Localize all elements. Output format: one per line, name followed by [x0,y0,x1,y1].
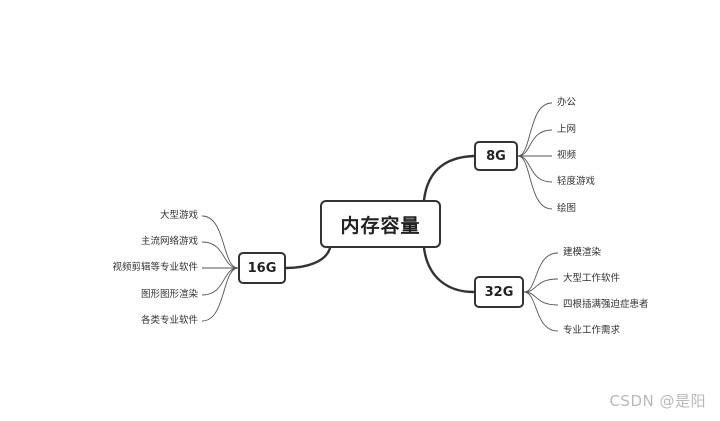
leaf-16g-large-games: 大型游戏 [159,210,198,221]
watermark: CSDN @是阳 [609,392,706,410]
leaf-line-8g-0 [517,102,553,157]
branch-line-8g [422,154,476,202]
leaf-line-32g-1 [523,278,559,293]
branch-line-16g [284,246,332,270]
leaf-16g-online-games: 主流网络游戏 [140,236,198,247]
leaf-32g-four-sticks: 四根插满强迫症患者 [563,299,649,310]
branch-32g: 32G [474,276,524,308]
leaf-8g-office: 办公 [557,97,577,108]
leaf-16g-video-editing: 视频剪辑等专业软件 [112,262,198,273]
central-topic: 内存容量 [320,200,441,248]
leaf-32g-modeling: 建模渲染 [563,247,602,258]
leaf-8g-video: 视频 [557,150,577,161]
leaf-line-16g-0 [201,215,239,269]
leaf-line-16g-4 [201,267,239,322]
leaf-32g-professional: 专业工作需求 [563,325,621,336]
leaf-line-8g-4 [517,155,553,210]
branch-16g: 16G [238,252,286,284]
leaf-line-32g-3 [523,291,559,332]
leaf-16g-graphics-rendering: 图形图形渲染 [140,289,198,300]
branch-line-32g [422,246,476,294]
leaf-32g-large-software: 大型工作软件 [563,273,621,284]
leaf-8g-light-gaming: 轻度游戏 [557,176,596,187]
leaf-16g-pro-software: 各类专业软件 [140,315,198,326]
leaf-8g-internet: 上网 [557,124,577,135]
leaf-8g-drawing: 绘图 [557,203,577,214]
leaf-line-8g-1 [517,129,553,157]
branch-8g: 8G [474,141,518,171]
leaf-line-16g-1 [201,241,239,269]
leaf-line-16g-3 [201,267,239,296]
leaf-line-32g-0 [523,252,559,293]
leaf-line-8g-3 [517,155,553,183]
